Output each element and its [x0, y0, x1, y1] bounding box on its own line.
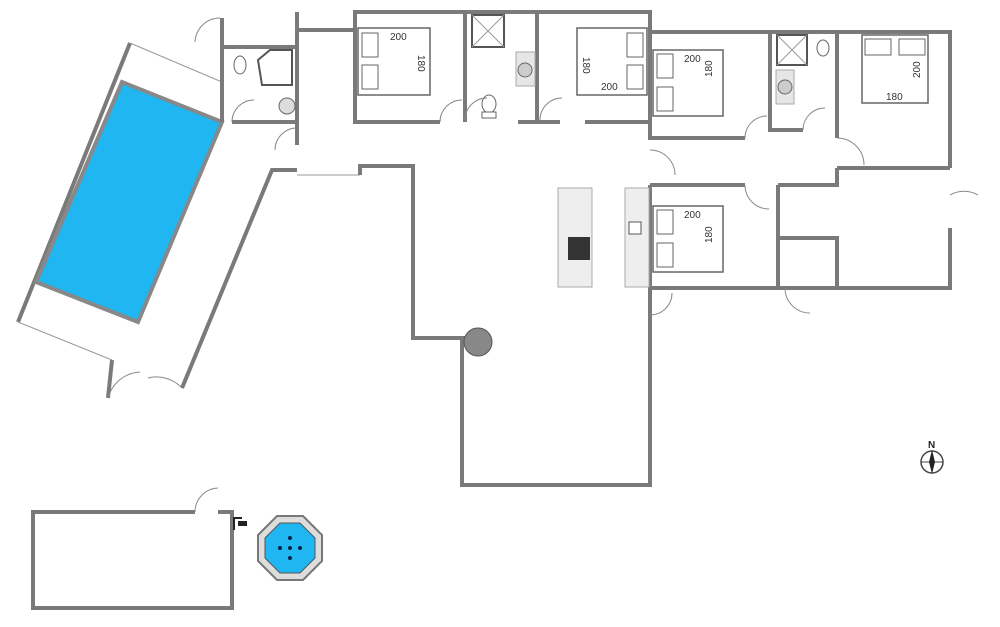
bed-5: 200 180 — [652, 205, 724, 273]
top-wing — [297, 10, 652, 124]
right-wing — [648, 30, 979, 314]
outdoor-shower-icon — [233, 517, 247, 530]
bed-length-label: 200 — [684, 54, 701, 65]
bed-width-label: 180 — [704, 226, 715, 243]
bed-3: 200 180 — [652, 49, 724, 117]
bed-width-label: 180 — [415, 55, 426, 72]
hot-tub — [257, 515, 323, 581]
pool-annex — [16, 42, 297, 399]
outbuilding — [31, 487, 247, 610]
bed-width-label: 200 — [912, 61, 923, 78]
bed-1: 200 180 — [357, 27, 431, 96]
compass-icon: N — [920, 440, 944, 474]
bed-length-label: 180 — [886, 92, 903, 103]
bed-4: 180 200 — [861, 34, 929, 104]
bed-width-label: 180 — [580, 57, 591, 74]
fireplace — [463, 327, 493, 357]
swimming-pool — [33, 79, 225, 325]
bathroom-1 — [194, 12, 299, 124]
bed-length-label: 200 — [390, 32, 407, 43]
kitchen-counter — [624, 187, 650, 288]
bed-width-label: 180 — [704, 60, 715, 77]
bed-2: 200 180 — [576, 27, 648, 96]
living-area — [274, 122, 673, 487]
bed-length-label: 200 — [601, 82, 618, 93]
cooktop — [568, 237, 590, 260]
bed-length-label: 200 — [684, 210, 701, 221]
compass-north-label: N — [928, 440, 935, 451]
